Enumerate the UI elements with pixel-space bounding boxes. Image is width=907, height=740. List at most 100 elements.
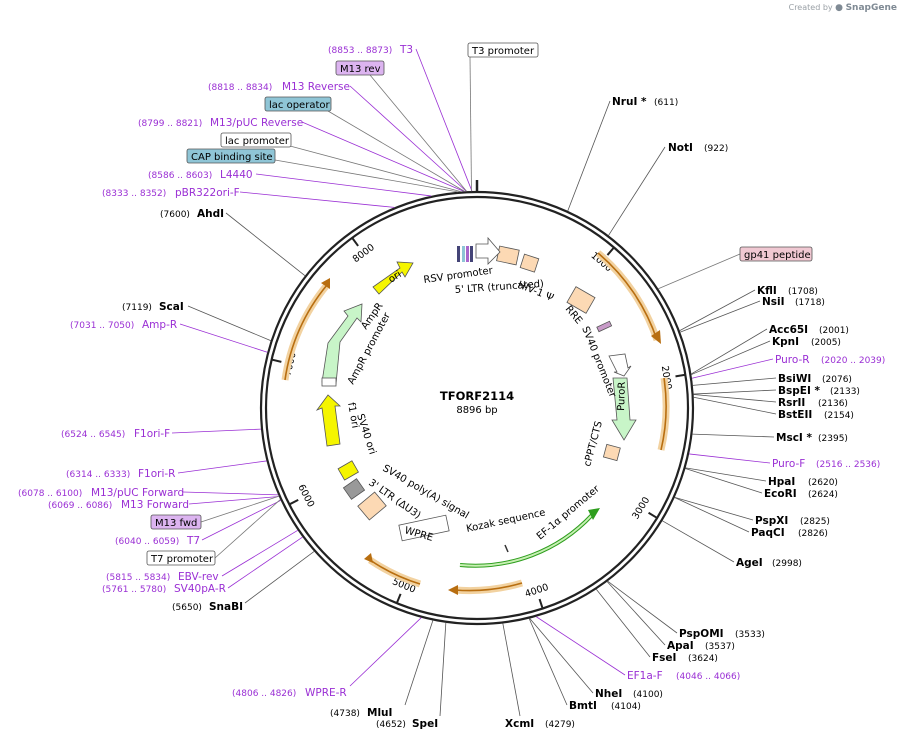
- enzyme-ecori: EcoRI: [764, 488, 797, 500]
- orf-arcs: [281, 250, 670, 595]
- feature-gp41: gp41 peptide: [744, 250, 811, 261]
- feature-leader-line: [274, 159, 458, 193]
- leader-line: [693, 396, 777, 415]
- enzyme-rsrii-pos: (2136): [818, 399, 848, 409]
- enzyme-msci-pos: (2395): [818, 434, 848, 444]
- feature-m13-rev: M13 rev: [340, 64, 381, 75]
- feature-leader-line: [200, 495, 279, 523]
- primer-l4440-range: (8586 .. 8603): [148, 171, 212, 181]
- enzyme-xcmi: XcmI: [505, 718, 534, 730]
- enzyme-mlui-pos: (4738): [330, 709, 360, 719]
- leader-line: [691, 328, 768, 375]
- leader-line: [171, 428, 262, 434]
- leader-line: [244, 551, 315, 604]
- leader-line: [680, 300, 761, 333]
- enzyme-agei-pos: (2998): [772, 559, 802, 569]
- enzyme-ahdi-pos: (7600): [160, 210, 190, 220]
- feature-leader-line: [469, 56, 472, 192]
- primer-ampr-range: (7031 .. 7050): [70, 321, 134, 331]
- leader-line: [415, 48, 473, 192]
- leader-line: [227, 536, 303, 589]
- leader-line: [607, 580, 678, 634]
- primer-l4440-name: L4440: [220, 169, 253, 181]
- leader-line: [679, 289, 756, 332]
- enzyme-nrui: NruI *: [612, 96, 647, 108]
- label-puror: PuroR: [616, 382, 628, 412]
- leader-line: [349, 85, 467, 192]
- enzyme-pspxi: PspXI: [755, 515, 788, 527]
- feature-leader-line: [214, 499, 281, 559]
- label-cppt: cPPT/CTS: [582, 420, 605, 468]
- enzyme-paqci: PaqCI: [751, 527, 785, 539]
- tick-mark: [288, 498, 299, 506]
- snapgene-credit: Created by ● SnapGene: [789, 3, 897, 13]
- feature-m13-fwd: M13 fwd: [155, 518, 197, 529]
- feature-cap-binding: CAP binding site: [191, 152, 273, 163]
- leader-line: [188, 496, 279, 505]
- leader-line: [692, 377, 777, 386]
- primer-m13rev-range: (8818 .. 8834): [208, 83, 272, 93]
- enzyme-pspomi-pos: (3533): [735, 630, 765, 640]
- leader-line: [693, 394, 777, 403]
- tick-mark: [606, 246, 615, 256]
- enzyme-rsrii: RsrII: [778, 397, 805, 409]
- leader-line: [239, 191, 395, 208]
- enzyme-bmti: BmtI: [569, 700, 597, 712]
- tick-mark: [395, 593, 402, 604]
- plasmid-length: 8896 bp: [456, 405, 497, 416]
- primer-t7-range: (6040 .. 6059): [115, 537, 179, 547]
- leader-line: [693, 389, 777, 395]
- enzyme-bspei-pos: (2133): [830, 387, 860, 397]
- enzyme-spei: SpeI: [412, 718, 438, 730]
- primer-ebvrev-name: EBV-rev: [178, 571, 219, 583]
- primer-f1orir-range: (6314 .. 6333): [66, 470, 130, 480]
- leader-line: [502, 623, 521, 717]
- primer-m13puc-fwd-name: M13/pUC Forward: [91, 487, 184, 499]
- enzyme-scai: ScaI: [159, 301, 184, 313]
- primer-pbr322-range: (8333 .. 8352): [102, 189, 166, 199]
- enzyme-apai: ApaI: [667, 640, 694, 652]
- leader-line: [182, 491, 279, 496]
- leader-line: [691, 340, 771, 375]
- enzyme-agei: AgeI: [736, 557, 763, 569]
- leader-line: [595, 589, 651, 658]
- tick-mark: [648, 511, 658, 519]
- leader-line: [179, 323, 268, 353]
- feature-leader-line: [327, 110, 465, 192]
- enzyme-msci: MscI *: [776, 432, 812, 444]
- enzyme-noti: NotI: [668, 142, 693, 154]
- primer-f1orif-range: (6524 .. 6545): [61, 430, 125, 440]
- primer-puror-name: Puro-R: [775, 354, 810, 366]
- primer-t3-name: T3: [399, 44, 413, 56]
- enzyme-fsei-pos: (3624): [688, 654, 718, 664]
- leader-line: [536, 616, 626, 676]
- feature-graphics: [315, 236, 637, 568]
- leader-line: [529, 618, 594, 694]
- leader-line: [528, 618, 568, 706]
- tick-label: 3000: [630, 495, 652, 521]
- enzyme-bsiwi: BsiWI: [778, 373, 811, 385]
- enzyme-apai-pos: (3537): [705, 642, 735, 652]
- feature-leader-line: [289, 145, 461, 192]
- leader-line: [689, 453, 771, 464]
- leader-line: [606, 581, 666, 646]
- enzyme-nhei: NheI: [595, 688, 622, 700]
- enzyme-snabi-pos: (5650): [172, 603, 202, 613]
- leader-lines: [171, 48, 777, 717]
- enzyme-noti-pos: (922): [704, 144, 728, 154]
- enzyme-pspxi-pos: (2825): [800, 517, 830, 527]
- top-labels: (8853 .. 8873) T3 T3 promoter M13 rev (8…: [102, 42, 813, 566]
- leader-line: [225, 212, 306, 277]
- primer-m13puc-fwd-range: (6078 .. 6100): [18, 489, 82, 499]
- enzyme-bsiwi-pos: (2076): [822, 375, 852, 385]
- enzyme-fsei: FseI: [652, 652, 676, 664]
- feature-t7-promoter: T7 promoter: [150, 554, 214, 565]
- primer-wprer-range: (4806 .. 4826): [232, 689, 296, 699]
- leader-line: [349, 617, 422, 687]
- enzyme-nsii: NsiI: [762, 296, 785, 308]
- enzyme-labels: NruI * (611) NotI (922) KflI (1708) NsiI…: [18, 96, 885, 730]
- enzyme-nsii-pos: (1718): [795, 298, 825, 308]
- leader-line: [692, 433, 775, 438]
- leader-line: [177, 460, 267, 474]
